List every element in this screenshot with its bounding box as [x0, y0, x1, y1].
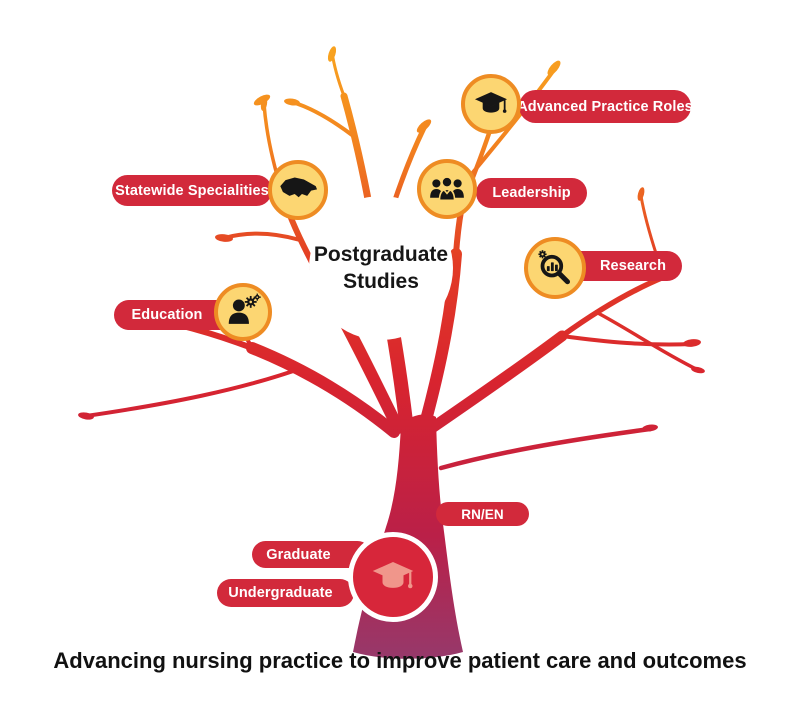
pill-label: Graduate — [266, 546, 331, 563]
pill-undergraduate: Undergraduate — [217, 579, 354, 607]
caption: Advancing nursing practice to improve pa… — [53, 648, 747, 673]
graduation-cap-icon — [474, 92, 508, 113]
center-title: Postgraduate Studies — [314, 241, 448, 296]
pill-label: Research — [599, 258, 667, 274]
research-badge — [524, 237, 586, 299]
education-badge — [214, 283, 272, 341]
center-title-line2: Studies — [343, 270, 419, 293]
pill-advanced-practice-roles: Advanced Practice Roles — [517, 90, 693, 123]
graduation-cap-icon — [372, 562, 414, 589]
people-group-icon — [430, 176, 464, 202]
research-magnifier-icon — [538, 250, 570, 285]
center-node: Postgraduate Studies — [309, 196, 453, 340]
pill-label: Education — [131, 307, 203, 323]
pill-label: Undergraduate — [228, 585, 333, 601]
advanced-practice-roles-badge — [461, 74, 521, 134]
leadership-badge — [417, 159, 477, 219]
pill-label: Advanced Practice Roles — [517, 98, 693, 115]
statewide-specialities-badge — [268, 160, 328, 220]
pill-label: Statewide Specialities — [115, 182, 269, 199]
pill-rn-en: RN/EN — [436, 502, 529, 526]
person-gears-icon — [228, 293, 261, 324]
pill-statewide-specialities: Statewide Specialities — [112, 175, 272, 206]
pill-label: Leadership — [492, 185, 571, 201]
center-title-line1: Postgraduate — [313, 242, 449, 266]
pill-label: RN/EN — [461, 506, 504, 522]
victoria-map-icon — [280, 177, 318, 198]
pill-leadership: Leadership — [476, 178, 587, 208]
root-node — [348, 532, 438, 622]
